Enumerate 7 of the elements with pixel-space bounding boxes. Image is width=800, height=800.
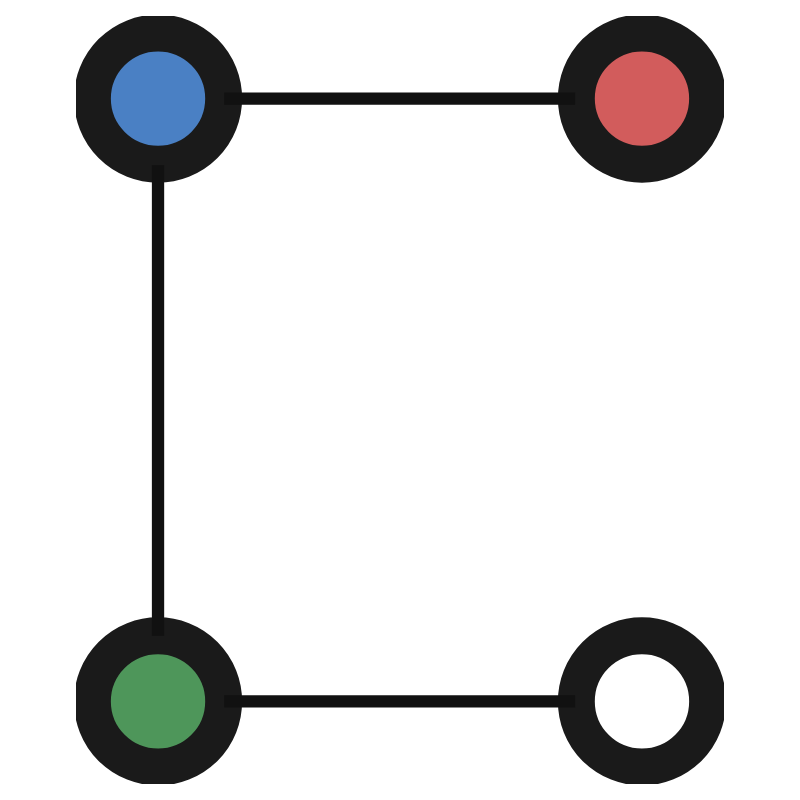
connector bbox=[224, 92, 576, 105]
connector bbox=[224, 695, 576, 708]
node-circle bbox=[76, 16, 243, 183]
node-circle bbox=[557, 16, 724, 183]
node-circle bbox=[76, 617, 243, 784]
node-circle bbox=[557, 617, 724, 784]
connector bbox=[151, 165, 165, 636]
